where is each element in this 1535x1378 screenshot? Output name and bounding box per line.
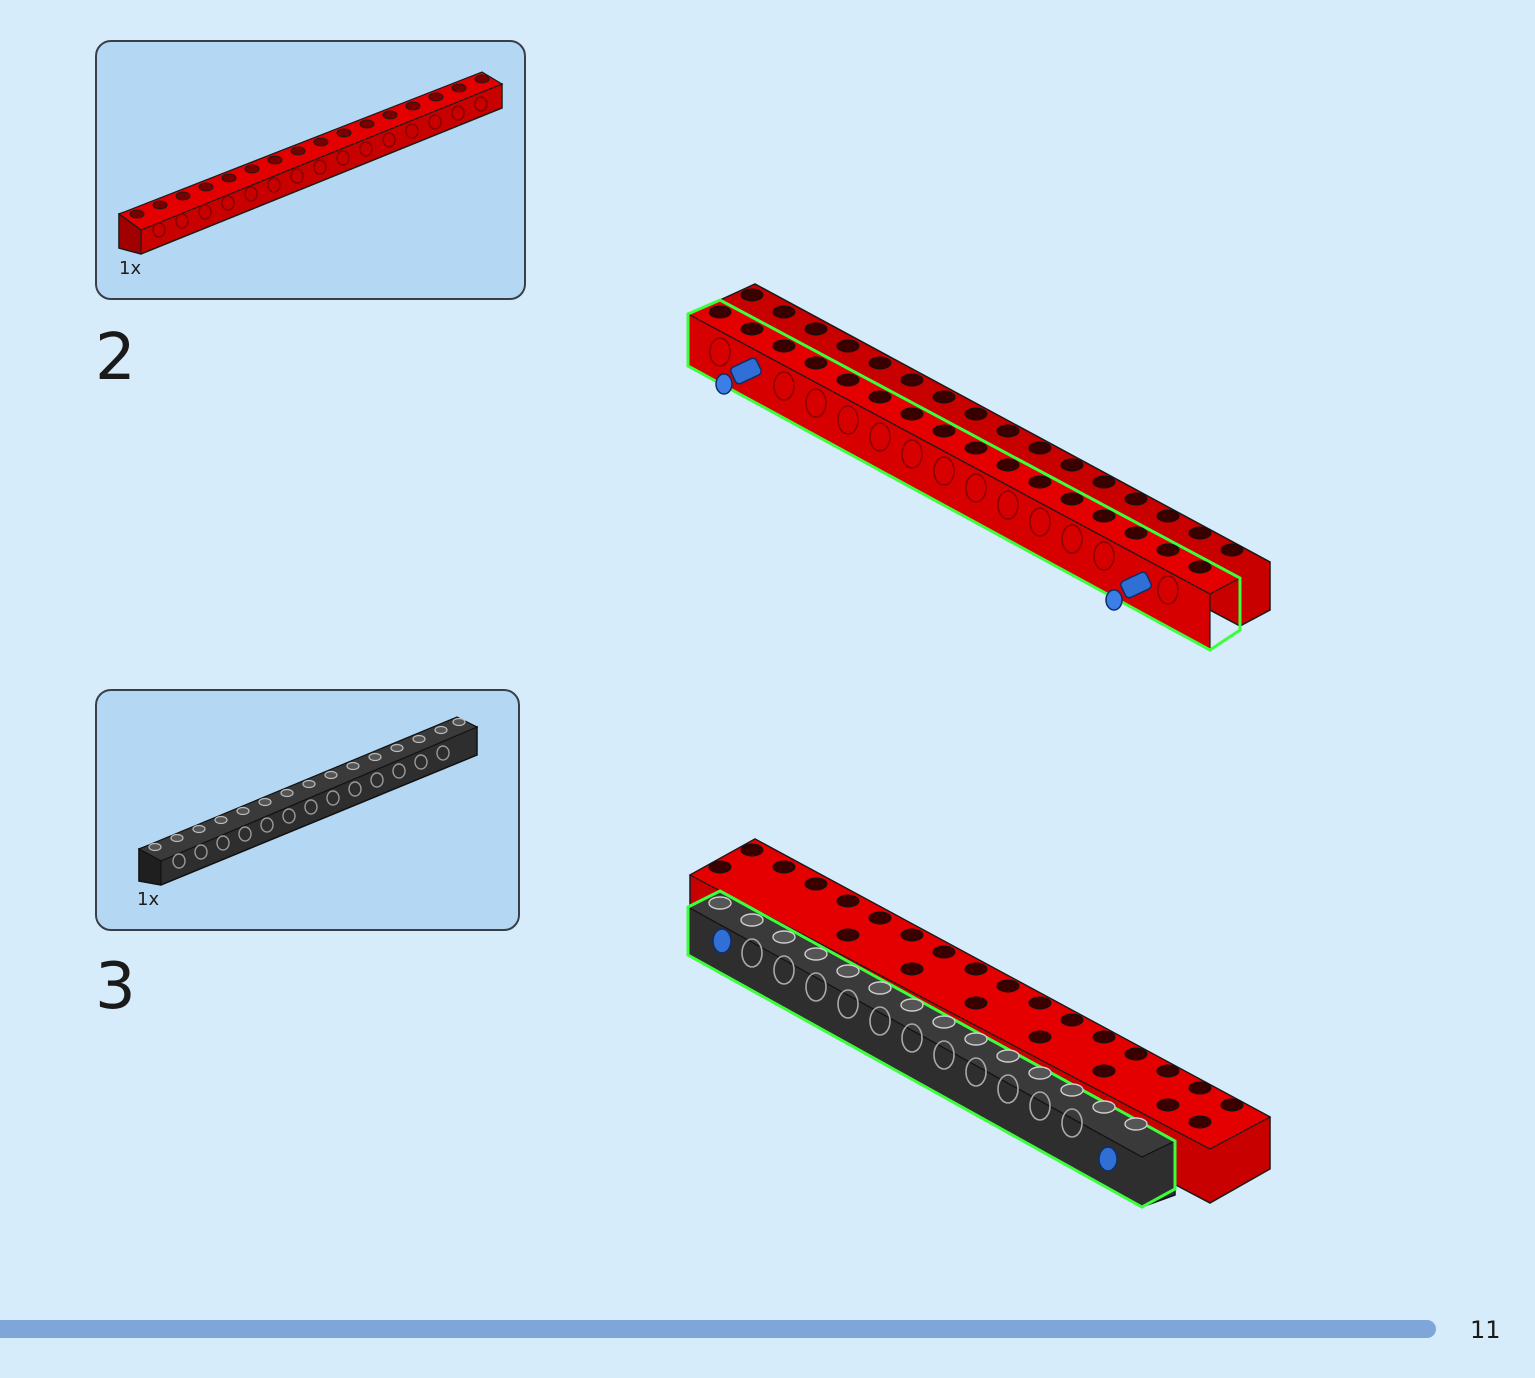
page-number: 11	[1470, 1316, 1501, 1344]
part-quantity: 1x	[119, 258, 142, 279]
step-number-2: 2	[95, 321, 136, 395]
page-progress-bar	[0, 1320, 1436, 1338]
part-quantity: 1x	[137, 889, 160, 910]
assembly-step-3-illustration	[686, 838, 1272, 1209]
assembly-step-2-illustration	[686, 283, 1271, 652]
blue-pin-end-icon	[712, 928, 1118, 1172]
parts-callout-step-2: 1x	[95, 40, 526, 300]
parts-callout-step-3: 1x	[95, 689, 520, 931]
technic-brick-black-icon	[137, 716, 479, 886]
technic-brick-red-icon	[117, 71, 504, 255]
blue-pin-icon	[1105, 571, 1152, 611]
step-number-3: 3	[95, 950, 136, 1024]
blue-pin-icon	[715, 357, 762, 395]
